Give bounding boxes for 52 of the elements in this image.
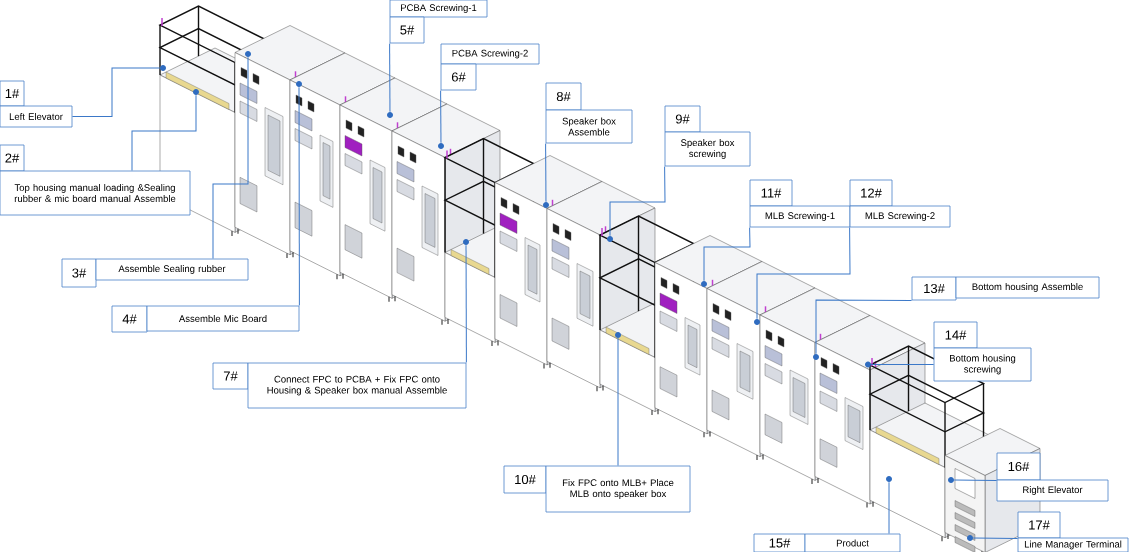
callout-box: 7# Connect FPC to PCBA + Fix FPC onto Housing & Speaker box manual Assemble	[212, 362, 467, 409]
leader-line	[953, 479, 998, 481]
node-label: 5#	[400, 25, 415, 35]
node-label: Product	[836, 539, 869, 547]
leader-line	[465, 244, 467, 364]
leader-line	[888, 481, 890, 535]
callout-box: 8# Speaker box Assemble	[545, 82, 633, 144]
callout-box: 16# Right Elevator	[996, 452, 1109, 502]
node-label: 6#	[451, 72, 466, 82]
callout-box: 4# Assemble Mic Board	[111, 305, 300, 333]
node-label: 9#	[675, 114, 690, 124]
callout-box: 3# Assemble Sealing rubber	[61, 258, 249, 288]
node-label: 16#	[1008, 461, 1030, 472]
callout-box: 17# Line Manager Terminal	[1017, 511, 1129, 552]
node-label: 8#	[556, 91, 571, 102]
node-label: 1#	[5, 89, 20, 98]
node-label: 10#	[515, 474, 536, 485]
leader-line	[703, 226, 751, 282]
leader-line	[756, 226, 851, 320]
node-label: 7#	[223, 371, 238, 381]
leader-line	[131, 94, 197, 172]
callout-box: 2# Top housing manual loading &Sealing rubber & mic board manual Assemble	[0, 144, 191, 216]
callout-box: 15# Product	[753, 533, 901, 552]
node-label: 15#	[769, 538, 791, 548]
node-label: 3#	[72, 268, 87, 278]
leader-line	[389, 42, 391, 113]
callout-box: 12# MLB Screwing-2	[849, 179, 951, 228]
callout-box: PCBA Screwing-1 5#	[389, 0, 488, 44]
node-label: 4#	[122, 314, 137, 324]
callout-box: 1# Left Elevator	[0, 80, 73, 128]
leader-line	[617, 337, 619, 467]
node-label: 13#	[924, 283, 945, 294]
leader-line	[972, 537, 1019, 539]
node-label: 17#	[1029, 520, 1050, 530]
leader-line	[815, 299, 913, 355]
leader-line	[440, 89, 442, 144]
callout-box: 11# MLB Screwing-1	[749, 179, 851, 228]
leader-line	[870, 364, 935, 365]
callout-box: 9# Speaker box screwing	[664, 105, 751, 167]
callout-box: 10# Fix FPC onto MLB+ Place MLB onto speaker box	[503, 465, 691, 513]
node-label: 11#	[761, 188, 782, 198]
callout-box: PCBA Screwing-2 6#	[440, 43, 540, 91]
node-label: 14#	[945, 330, 967, 340]
node-label: 2#	[5, 153, 20, 163]
callout-box: 14# Bottom housing screwing	[933, 321, 1032, 382]
leader-line	[212, 56, 249, 260]
node-label: 12#	[861, 188, 882, 198]
callout-box: 13# Bottom housing Assemble	[911, 276, 1100, 301]
leader-line	[609, 165, 666, 237]
leader-line	[71, 67, 161, 117]
leader-line	[298, 86, 300, 307]
node-label: Line Manager Terminal	[1024, 540, 1122, 550]
